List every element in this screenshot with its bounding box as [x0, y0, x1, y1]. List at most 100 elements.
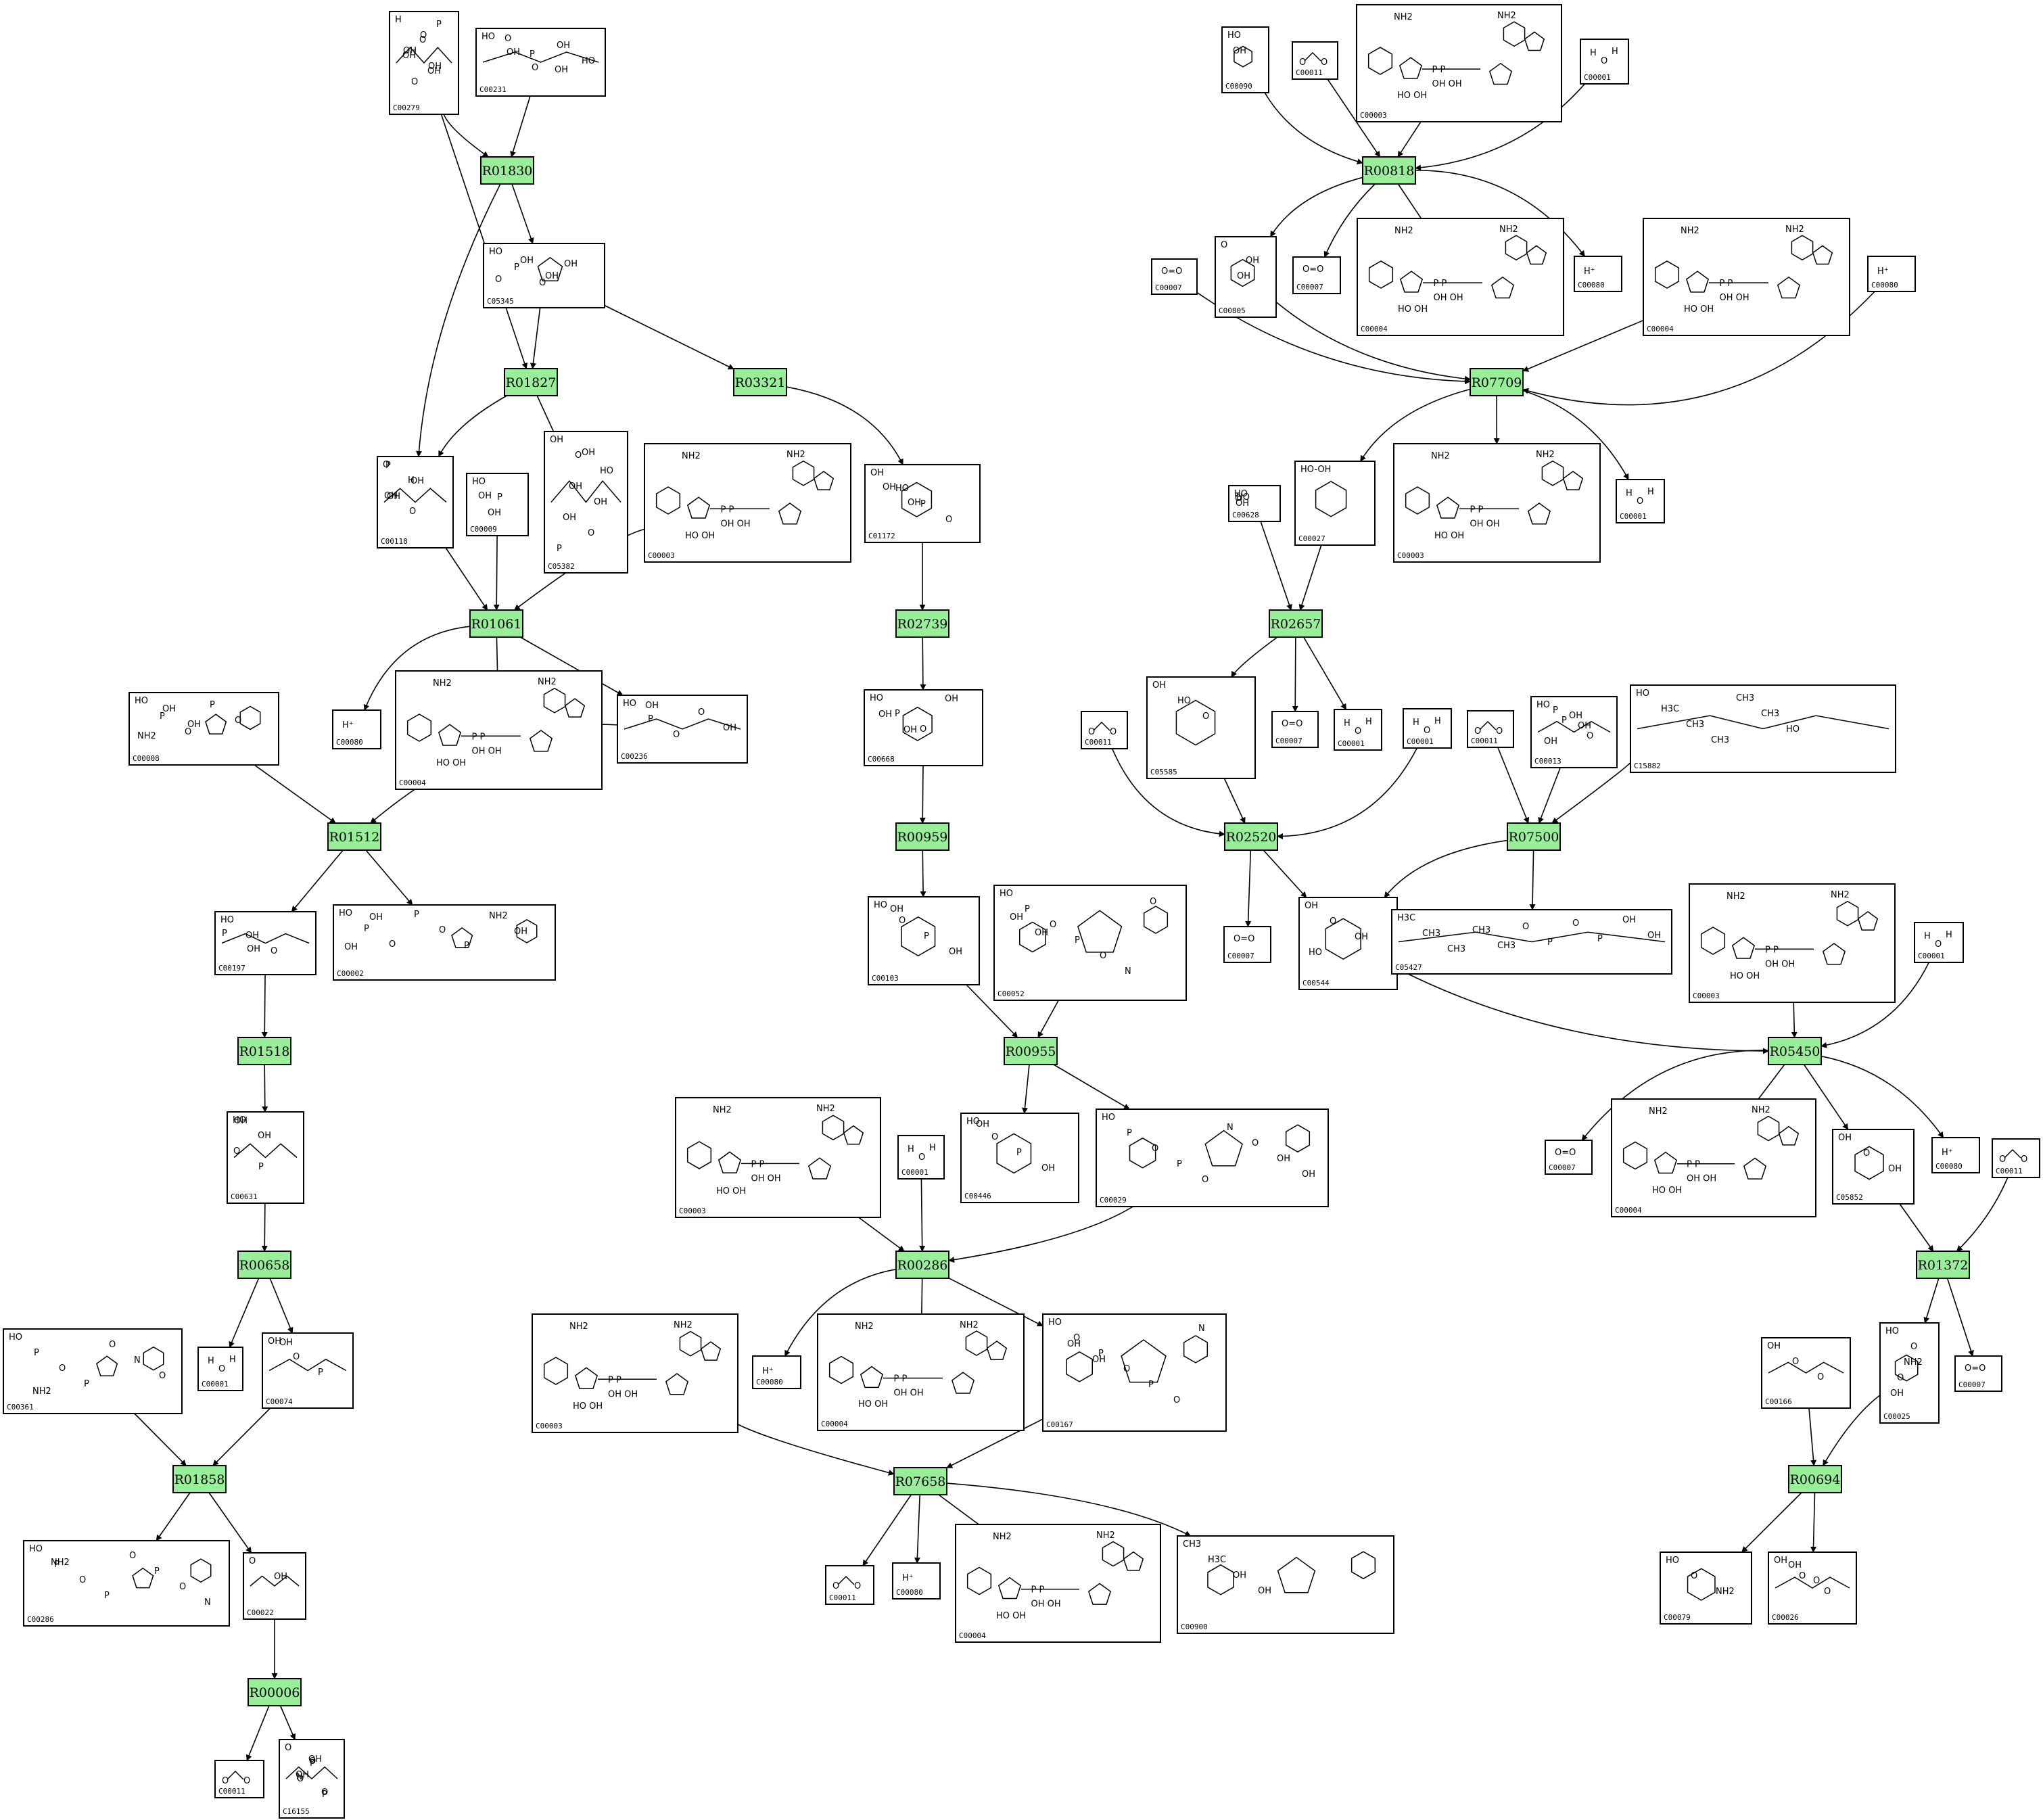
- reaction-node-R02739[interactable]: R02739: [895, 609, 949, 638]
- reaction-box: [1916, 1251, 1970, 1279]
- reaction-node-R05450[interactable]: R05450: [1768, 1037, 1822, 1065]
- compound-node-h4[interactable]: H⁺C00080: [1574, 256, 1622, 292]
- reaction-node-R01827[interactable]: R01827: [504, 368, 558, 396]
- reaction-node-R03321[interactable]: R03321: [733, 368, 787, 396]
- reaction-node-R07658[interactable]: R07658: [893, 1467, 947, 1495]
- compound-node-h3[interactable]: H⁺C00080: [892, 1562, 941, 1600]
- reaction-node-R01830[interactable]: R01830: [480, 156, 534, 185]
- reaction-node-R07500[interactable]: R07500: [1507, 822, 1561, 851]
- edge-c27-R02657: [1260, 521, 1292, 611]
- reaction-node-R00658[interactable]: R00658: [237, 1251, 291, 1279]
- reaction-node-R01858[interactable]: R01858: [172, 1465, 227, 1493]
- compound-node-h2[interactable]: H⁺C00080: [752, 1355, 801, 1389]
- reaction-node-R00959[interactable]: R00959: [895, 822, 949, 851]
- reaction-node-R01061[interactable]: R01061: [469, 609, 523, 638]
- reaction-node-R00006[interactable]: R00006: [248, 1678, 302, 1706]
- reaction-node-R01372[interactable]: R01372: [1916, 1251, 1970, 1279]
- reaction-node-R00694[interactable]: R00694: [1788, 1465, 1842, 1493]
- reaction-node-R01518[interactable]: R01518: [237, 1037, 291, 1065]
- compound-node-h5[interactable]: H⁺C00080: [1867, 256, 1916, 292]
- reaction-node-R00955[interactable]: R00955: [1004, 1037, 1058, 1065]
- reaction-node-R02657[interactable]: R02657: [1269, 609, 1323, 638]
- compound-box: [1357, 218, 1564, 336]
- reaction-node-R02520[interactable]: R02520: [1224, 822, 1278, 851]
- reaction-node-R00286[interactable]: R00286: [895, 1251, 949, 1279]
- compound-node-h6[interactable]: H⁺C00080: [1931, 1137, 1980, 1173]
- reaction-node-R00818[interactable]: R00818: [1362, 156, 1416, 185]
- reaction-node-R07709[interactable]: R07709: [1470, 368, 1524, 396]
- compound-node-h1[interactable]: H⁺C00080: [332, 709, 381, 749]
- reaction-node-R01512[interactable]: R01512: [327, 822, 381, 851]
